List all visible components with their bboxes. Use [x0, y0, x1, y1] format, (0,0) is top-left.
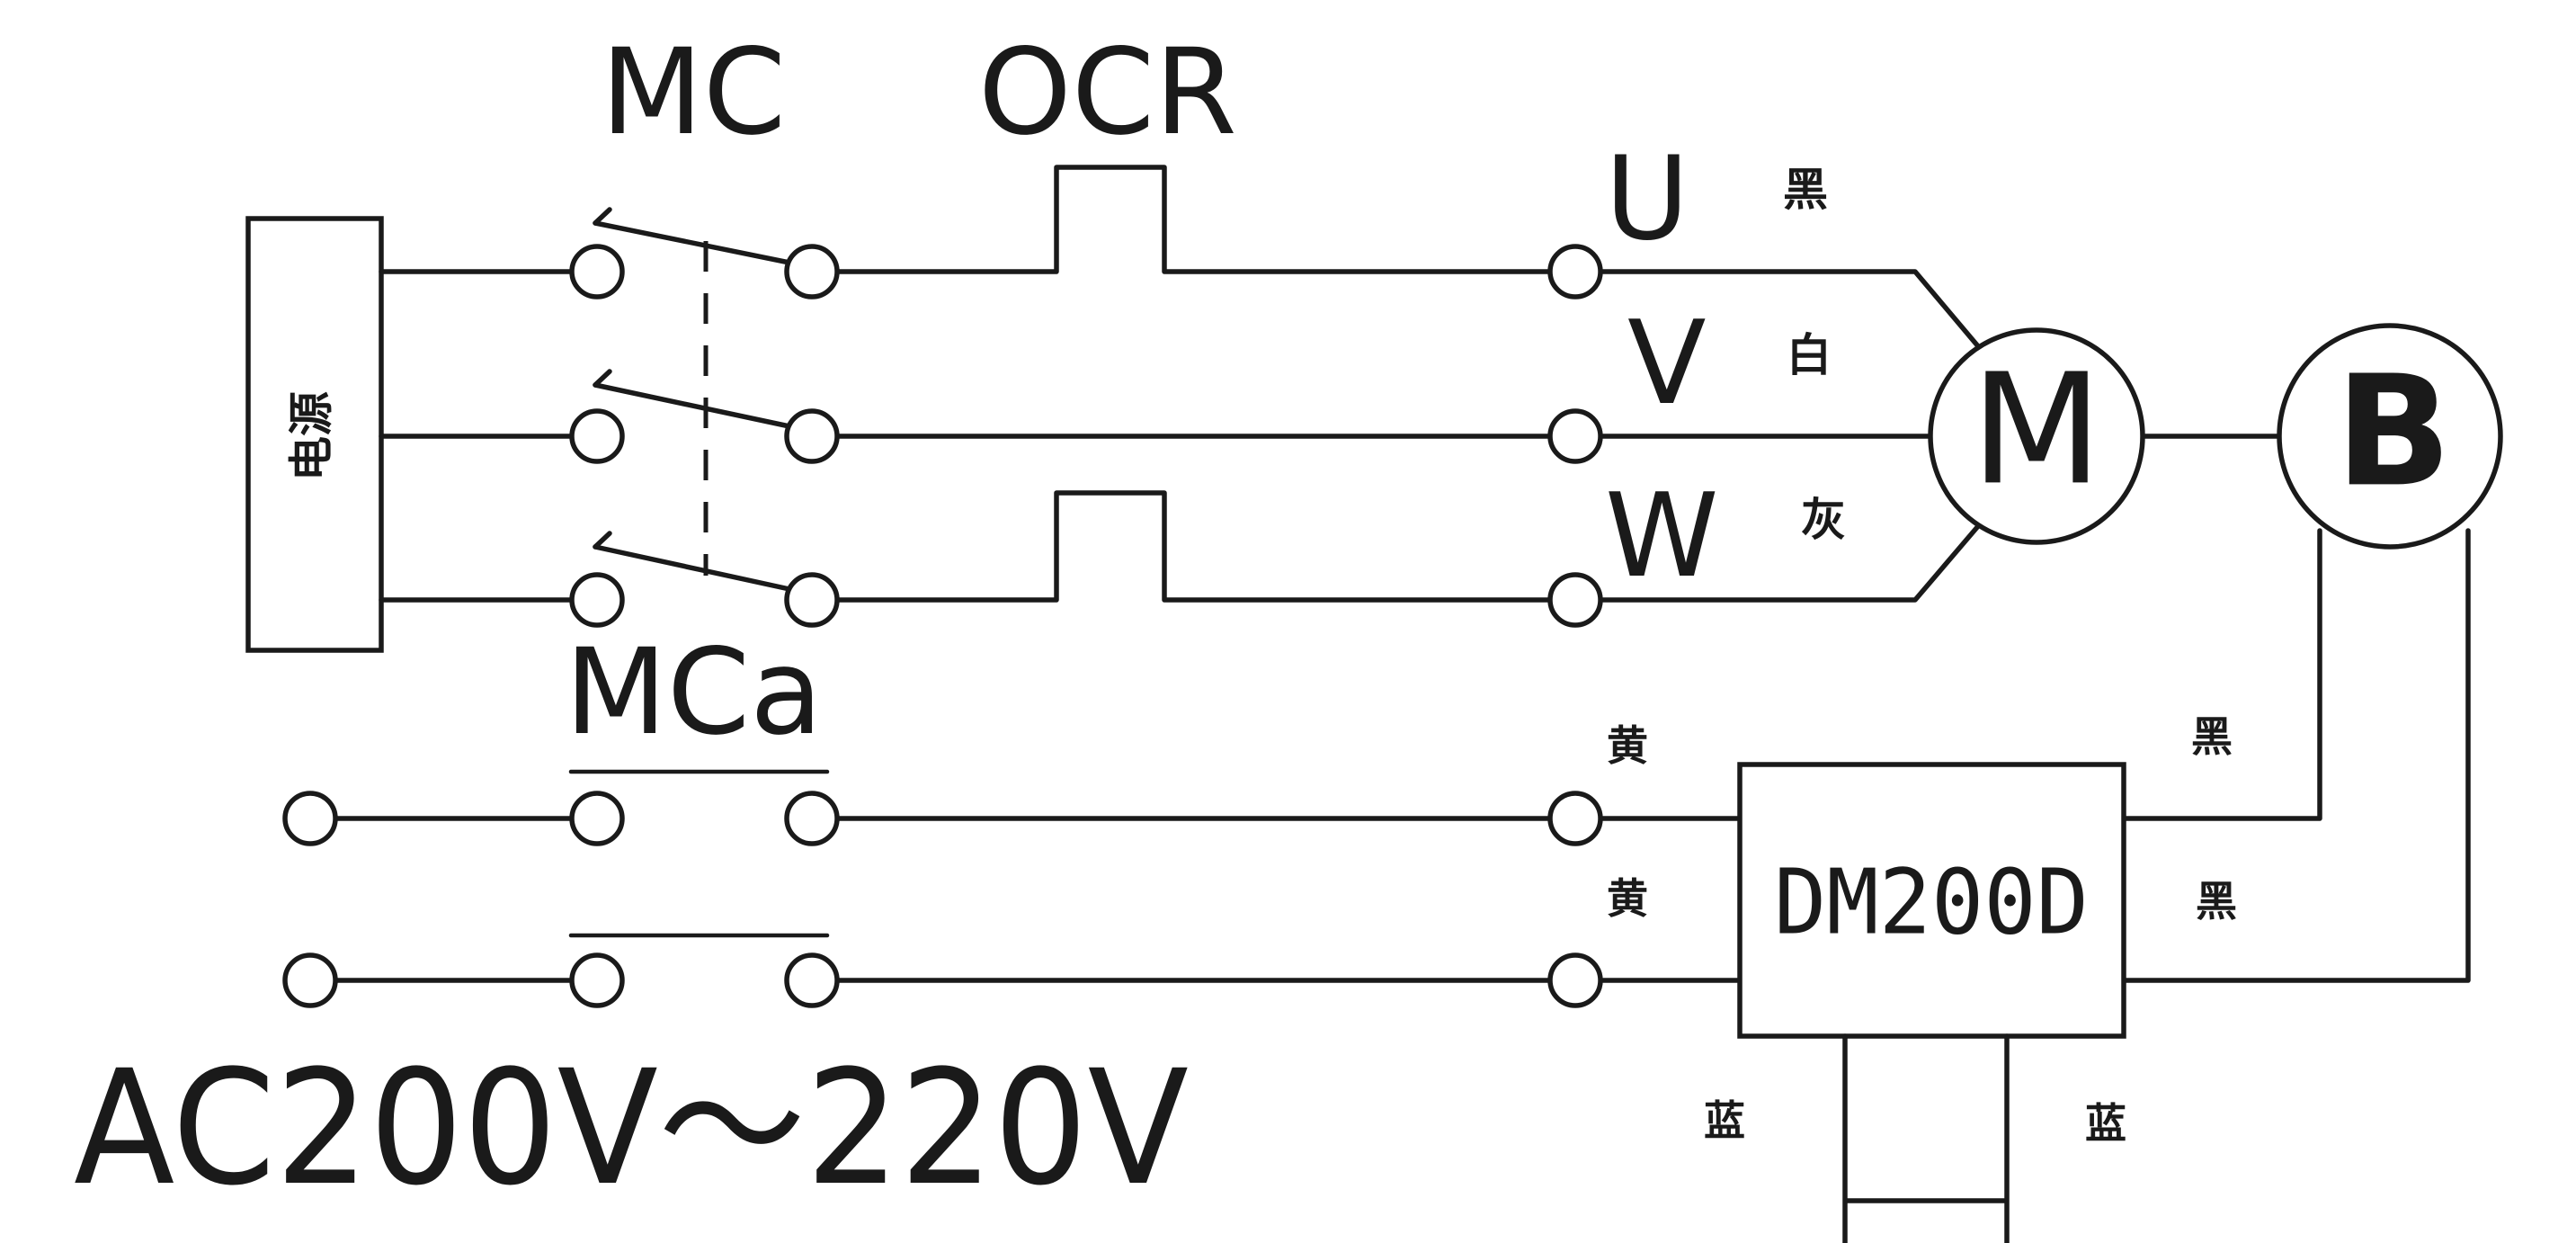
terminal-yellow-1: [1547, 791, 1603, 846]
motor-circle: [1928, 327, 2145, 545]
mc-contact-hook-2: [593, 369, 612, 388]
phase-w-label: W: [1605, 469, 1719, 604]
terminal-mc-out-2: [784, 408, 840, 464]
wire-color-bottom-right: 蓝: [2085, 1099, 2126, 1148]
mc-contact-hook-3: [593, 531, 612, 550]
power-source-box: [245, 216, 384, 653]
wire-color-u: 黑: [1783, 164, 1828, 216]
wire-color-w: 灰: [1801, 494, 1846, 546]
terminal-w: [1547, 572, 1603, 628]
terminal-mc-out-1: [784, 244, 840, 300]
terminal-mca-out-1: [784, 791, 840, 846]
wire-color-output-top: 黑: [2191, 712, 2233, 761]
wire-color-bottom-left: 蓝: [1704, 1096, 1745, 1145]
terminal-supply-1: [282, 791, 338, 846]
mc-contact-blade-1: [593, 220, 792, 265]
mc-contact-blade-3: [593, 544, 792, 592]
ocr-label: OCR: [978, 23, 1237, 162]
mca-label: MCa: [565, 623, 823, 762]
rectifier-box: [1737, 762, 2126, 1039]
terminal-mc-in-1: [569, 244, 625, 300]
wire-color-output-bottom: 黑: [2196, 877, 2237, 926]
wire-terminal-u-to-motor: [1598, 269, 1981, 349]
wire-color-input-top: 黄: [1607, 721, 1648, 770]
wire-brake-to-rectifier-top: [2121, 528, 2322, 821]
terminal-mc-in-3: [569, 572, 625, 628]
brake-circle: [2277, 323, 2503, 550]
wire-terminal-w-to-motor: [1598, 523, 1981, 603]
motor-label: M: [1971, 341, 2103, 519]
wire-mc-to-terminal-u: [833, 165, 1554, 274]
wire-color-v: 白: [1787, 329, 1832, 381]
power-source-label: 电源: [286, 391, 338, 481]
mc-label: MC: [601, 23, 786, 162]
wire-color-input-bottom: 黄: [1607, 874, 1648, 923]
terminal-v: [1547, 408, 1603, 464]
brake-label: B: [2335, 343, 2452, 521]
wire-mc-to-terminal-w: [833, 490, 1554, 603]
terminal-mc-in-2: [569, 408, 625, 464]
phase-u-label: U: [1605, 132, 1689, 266]
phase-v-label: V: [1627, 297, 1707, 431]
terminal-supply-2: [282, 952, 338, 1008]
terminal-mca-out-2: [784, 952, 840, 1008]
mc-contact-hook-1: [593, 207, 612, 226]
rectifier-label: DM200D: [1774, 849, 2089, 954]
terminal-u: [1547, 244, 1603, 300]
terminal-yellow-2: [1547, 952, 1603, 1008]
mc-contact-blade-2: [593, 382, 792, 429]
terminal-mc-out-3: [784, 572, 840, 628]
terminal-mca-in-2: [569, 952, 625, 1008]
terminal-mca-in-1: [569, 791, 625, 846]
rectifier-bottom-loop: [1842, 1033, 2010, 1243]
supply-voltage-label: AC200V～220V: [74, 1036, 1189, 1221]
wire-brake-to-rectifier-bottom: [2121, 528, 2471, 983]
